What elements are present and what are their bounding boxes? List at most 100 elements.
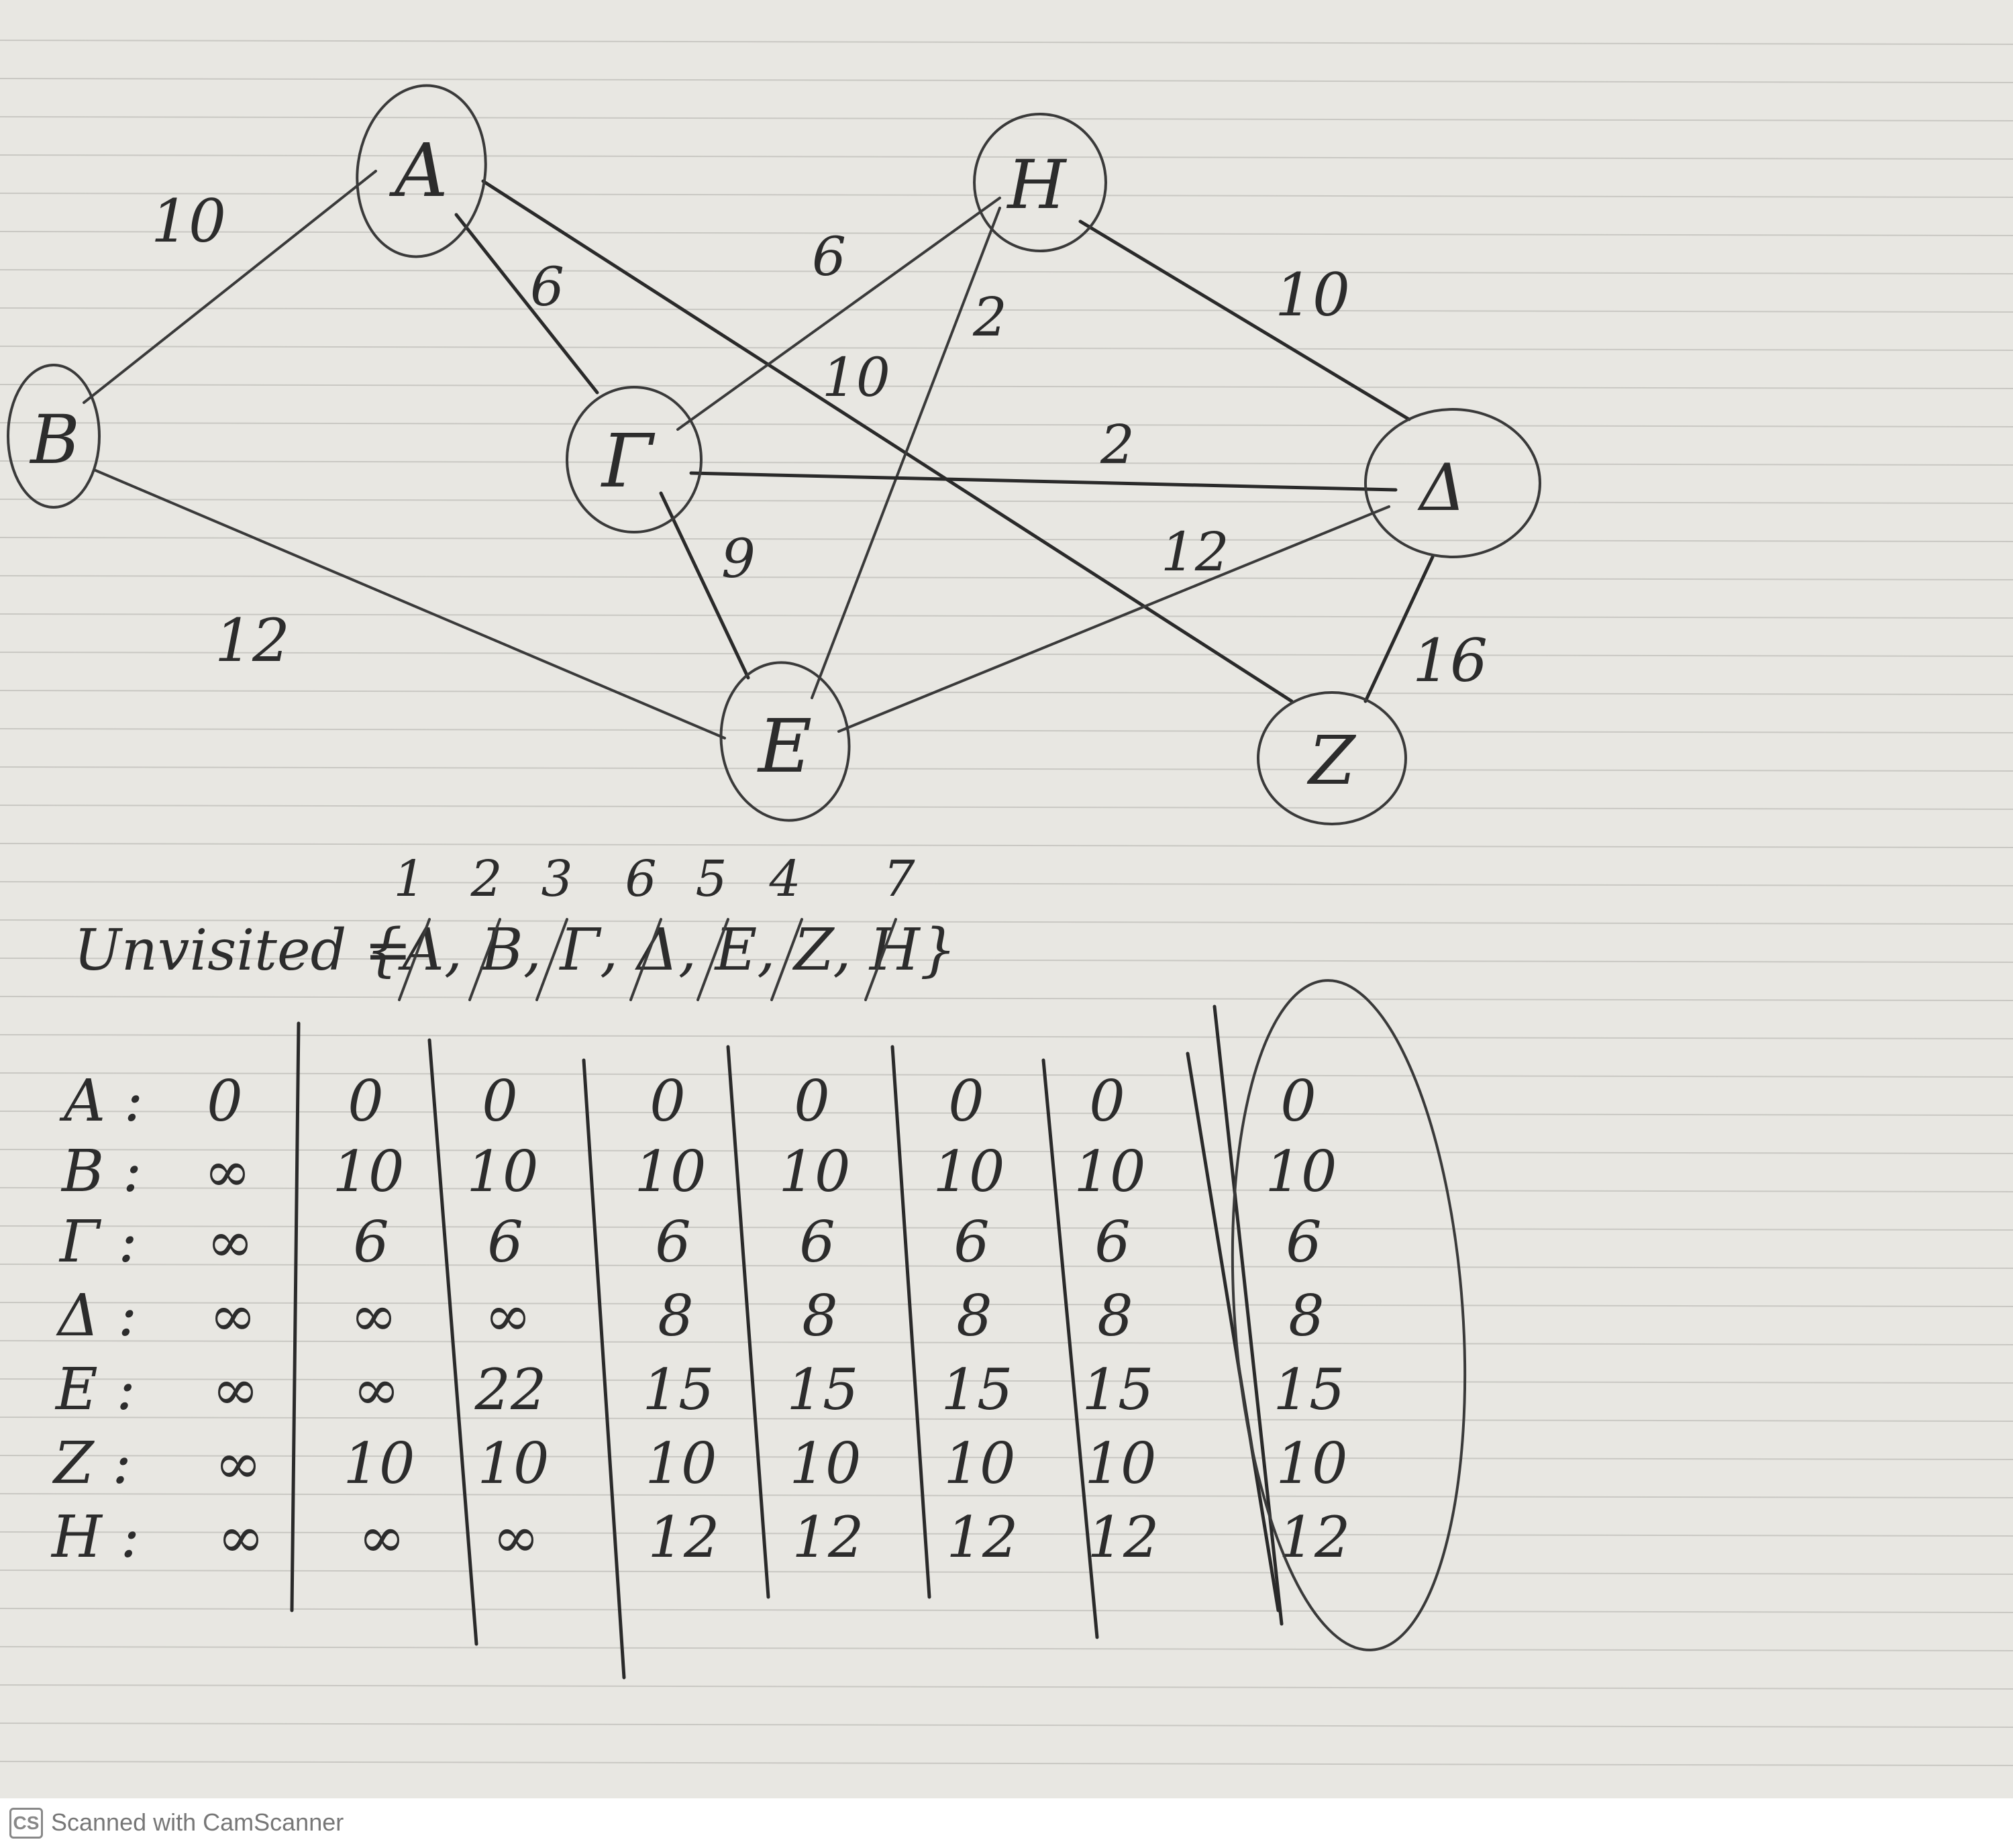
table-cell: ∞ xyxy=(493,1504,539,1570)
weight-gamma-delta: 2 xyxy=(1100,413,1135,476)
handwritten-sketch: 10 6 10 6 2 10 2 9 12 12 16 A B Γ xyxy=(7,84,1541,1680)
table-cell: 10 xyxy=(333,1139,405,1204)
table-cell: ∞ xyxy=(217,1504,264,1570)
edge-e-delta xyxy=(837,505,1390,733)
table-cell: 0 xyxy=(650,1068,685,1134)
weight-z-delta: 16 xyxy=(1412,626,1488,695)
table-cell: ∞ xyxy=(212,1357,259,1423)
table-row-labels: A :B :Γ :Δ :E :Z :H : xyxy=(50,1068,143,1571)
node-label: A xyxy=(389,127,448,213)
column-divider xyxy=(890,1045,931,1599)
weight-gamma-h: 6 xyxy=(812,225,846,288)
node-label: Z xyxy=(1306,721,1356,800)
column-divider xyxy=(427,1038,478,1646)
table-cell: 10 xyxy=(1276,1431,1348,1496)
edge-e-h xyxy=(811,207,1001,699)
edge-gamma-h xyxy=(676,197,1001,431)
visit-order-number: 6 xyxy=(625,850,656,908)
edge-h-delta xyxy=(1078,219,1411,421)
weight-gamma-e: 9 xyxy=(721,527,756,590)
column-divider xyxy=(726,1045,770,1599)
table-cell: 10 xyxy=(344,1431,415,1496)
camscanner-label: Scanned with CamScanner xyxy=(51,1808,344,1836)
table-cell: 10 xyxy=(467,1139,539,1204)
edge-z-delta xyxy=(1363,555,1435,703)
node-e: E xyxy=(719,661,851,822)
edge-weights: 10 6 10 6 2 10 2 9 12 12 16 xyxy=(151,187,1488,695)
edge-gamma-delta xyxy=(689,471,1398,492)
column-divider xyxy=(1186,1051,1280,1612)
node-z: Z xyxy=(1257,691,1407,825)
table-cell: ∞ xyxy=(204,1139,251,1204)
table-cell: 12 xyxy=(1088,1504,1159,1570)
table-cell: 12 xyxy=(648,1504,720,1570)
table-cell: ∞ xyxy=(353,1357,400,1423)
edge-b-e xyxy=(93,468,726,739)
table-cell: 12 xyxy=(947,1504,1019,1570)
visit-order-number: 3 xyxy=(541,850,572,908)
node-a: A xyxy=(356,84,487,258)
unvisited-set: {A, B, Γ, Δ, E, Z, H} xyxy=(366,917,957,984)
table-cell: 22 xyxy=(474,1357,547,1423)
visit-order-number: 4 xyxy=(768,850,801,908)
table-cell: 10 xyxy=(635,1139,707,1204)
table-cell: 6 xyxy=(953,1209,989,1275)
weight-a-gamma: 6 xyxy=(530,256,564,318)
table-cell: 8 xyxy=(658,1283,693,1349)
node-gamma: Γ xyxy=(566,386,703,533)
table-cell: ∞ xyxy=(358,1504,405,1570)
table-cell: ∞ xyxy=(484,1283,531,1349)
table-cell: 10 xyxy=(646,1431,717,1496)
table-cell: 6 xyxy=(1094,1209,1130,1275)
visit-order-number: 1 xyxy=(393,850,425,908)
final-column-circle xyxy=(1231,979,1467,1651)
edge-gamma-e xyxy=(659,491,750,680)
table-cell: 10 xyxy=(933,1139,1005,1204)
table-cell: 0 xyxy=(794,1068,829,1134)
table-cell: 12 xyxy=(1279,1504,1351,1570)
edge-a-gamma xyxy=(454,213,599,395)
column-divider xyxy=(290,1021,301,1612)
table-cell: 6 xyxy=(799,1209,835,1275)
weight-b-e: 12 xyxy=(215,606,290,675)
unvisited-label: Unvisited = xyxy=(74,917,412,983)
table-cell: 6 xyxy=(655,1209,690,1275)
table-column-dividers xyxy=(290,1005,1284,1680)
table-cell: 8 xyxy=(1097,1283,1133,1349)
weight-a-z: 10 xyxy=(822,346,890,409)
strike-marks xyxy=(398,918,897,1001)
table-cell: 10 xyxy=(944,1431,1016,1496)
node-label: Δ xyxy=(1416,450,1465,525)
table-cell: 15 xyxy=(1082,1357,1154,1423)
graph-edges xyxy=(83,170,1435,739)
table-cell: 0 xyxy=(482,1068,517,1134)
table-cell: 8 xyxy=(956,1283,992,1349)
node-label: Γ xyxy=(601,418,656,504)
node-delta: Δ xyxy=(1364,408,1541,558)
table-row-label: B : xyxy=(60,1138,142,1205)
table-cell: 8 xyxy=(802,1283,837,1349)
weight-h-delta: 10 xyxy=(1275,260,1350,329)
table-cell: 8 xyxy=(1288,1283,1324,1349)
table-row-label: H : xyxy=(50,1504,140,1571)
scanner-footer: CS Scanned with CamScanner xyxy=(0,1798,2013,1848)
camscanner-logo: CS xyxy=(9,1808,43,1839)
table-row-label: Z : xyxy=(52,1430,132,1497)
ruled-lines xyxy=(0,40,2013,1766)
node-b: B xyxy=(7,364,101,509)
table-cell: 0 xyxy=(1280,1068,1316,1134)
visit-order-number: 7 xyxy=(883,850,915,908)
table-cell: ∞ xyxy=(207,1209,254,1275)
edge-a-z xyxy=(481,179,1294,703)
graph-nodes: A B Γ H Δ E Z xyxy=(7,84,1541,825)
table-cell: 10 xyxy=(790,1431,862,1496)
table-cell: 6 xyxy=(1286,1209,1321,1275)
table-cell: 6 xyxy=(487,1209,523,1275)
notebook-page: 10 6 10 6 2 10 2 9 12 12 16 A B Γ xyxy=(0,40,2013,1766)
column-divider xyxy=(1041,1058,1099,1639)
table-values: 0∞∞∞∞∞∞0106∞∞10∞0106∞2210∞01068151012010… xyxy=(204,1068,1350,1570)
edge-b-a xyxy=(83,170,377,404)
visit-order-number: 2 xyxy=(470,850,502,908)
